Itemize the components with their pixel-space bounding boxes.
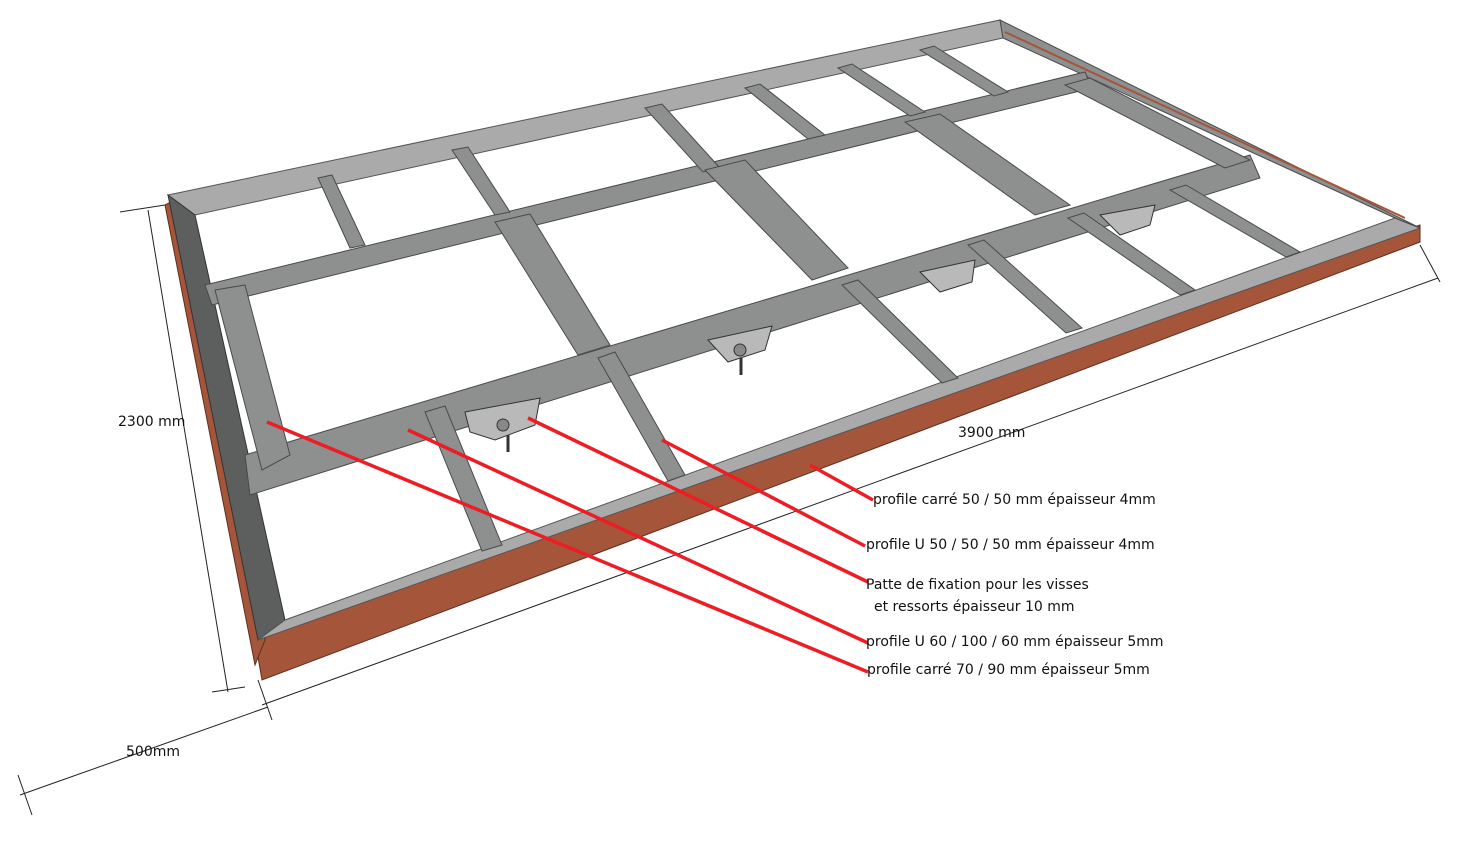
crossbar bbox=[836, 63, 927, 117]
dim-tick bbox=[119, 204, 166, 213]
crossbar bbox=[743, 83, 827, 140]
crossbar bbox=[1168, 184, 1302, 258]
crossbar bbox=[644, 103, 721, 173]
crossbar bbox=[451, 146, 511, 216]
annotation-square-70: profile carré 70 / 90 mm épaisseur 5mm bbox=[867, 662, 1150, 678]
mounting-bracket bbox=[707, 325, 773, 375]
u-cross-member bbox=[903, 113, 1072, 216]
crossbar bbox=[597, 351, 686, 482]
back-rail bbox=[166, 19, 1004, 216]
dim-line-height bbox=[19, 706, 269, 796]
u-cross-member bbox=[704, 159, 849, 281]
dim-tick bbox=[1419, 244, 1441, 283]
leader-line bbox=[527, 416, 869, 584]
mounting-bracket bbox=[1098, 204, 1156, 236]
dim-length-label: 3900 mm bbox=[958, 425, 1025, 441]
mounting-bracket bbox=[918, 259, 976, 293]
u-cross-member bbox=[494, 213, 611, 356]
annotation-bracket-line2: et ressorts épaisseur 10 mm bbox=[874, 599, 1075, 615]
crossbar bbox=[967, 239, 1083, 334]
dim-tick bbox=[211, 686, 246, 693]
crossbar bbox=[1066, 212, 1197, 296]
right-rail bbox=[999, 19, 1421, 229]
right-rail-edge bbox=[1004, 31, 1406, 219]
dim-width-label: 2300 mm bbox=[118, 414, 185, 430]
annotation-u-60: profile U 60 / 100 / 60 mm épaisseur 5mm bbox=[866, 634, 1164, 650]
leader-line bbox=[407, 428, 869, 645]
leader-line bbox=[809, 463, 874, 502]
dim-tick bbox=[17, 774, 33, 816]
dim-height-label: 500mm bbox=[126, 744, 180, 760]
annotation-bracket-line1: Patte de fixation pour les visses bbox=[866, 577, 1089, 593]
annotation-u-50: profile U 50 / 50 / 50 mm épaisseur 4mm bbox=[866, 537, 1155, 553]
crossbar bbox=[841, 279, 959, 384]
crossbar bbox=[918, 45, 1010, 97]
crossbar bbox=[317, 174, 366, 249]
leader-line bbox=[266, 420, 869, 674]
mounting-bracket bbox=[464, 397, 541, 452]
annotation-square-50: profile carré 50 / 50 mm épaisseur 4mm bbox=[873, 492, 1156, 508]
leader-line bbox=[661, 438, 866, 548]
dim-tick bbox=[257, 679, 273, 721]
u-cross-member bbox=[1063, 77, 1252, 169]
dim-line-width bbox=[147, 209, 229, 693]
dim-line-length bbox=[261, 277, 1439, 706]
